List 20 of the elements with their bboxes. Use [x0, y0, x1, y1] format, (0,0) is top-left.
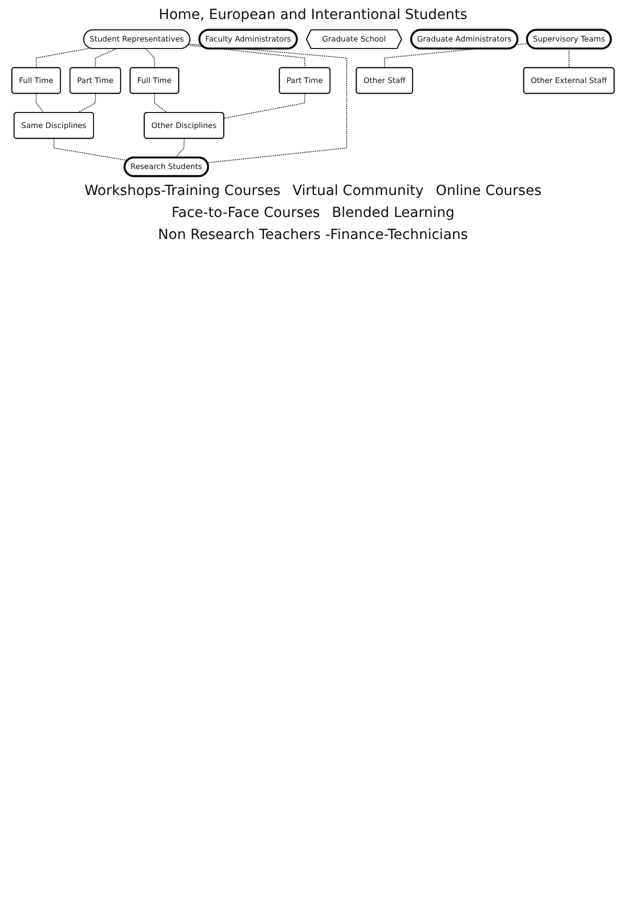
connector — [154, 93, 168, 114]
course-label: Blended Learning — [332, 204, 454, 221]
group-label: Non Research Teachers -Finance-Technicians — [158, 226, 468, 243]
connector — [94, 48, 117, 68]
course-label: Virtual Community — [292, 182, 424, 199]
connector — [188, 44, 306, 68]
connector — [145, 48, 156, 68]
group-label: Home, European and Interantional Students — [158, 7, 468, 23]
connector — [568, 48, 570, 68]
course-label: Face-to-Face Courses — [172, 204, 320, 221]
connector — [384, 43, 529, 68]
course-label: Workshops-Training Courses — [84, 182, 280, 199]
connector — [77, 93, 96, 114]
connector — [36, 48, 91, 68]
connector — [36, 93, 44, 114]
connector — [224, 93, 306, 119]
connector — [188, 44, 348, 164]
connector — [53, 138, 128, 161]
connector — [174, 138, 185, 158]
course-label: Online Courses — [436, 182, 542, 199]
